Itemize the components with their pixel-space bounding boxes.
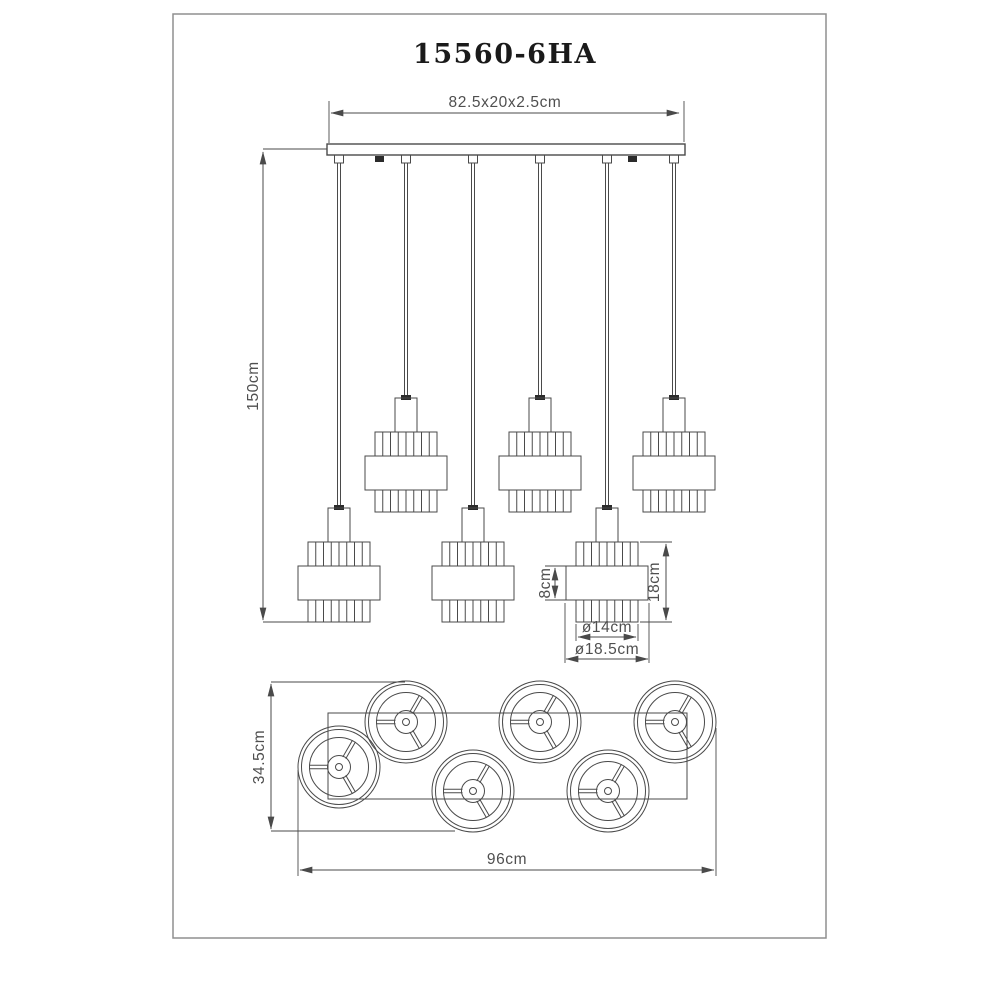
plan-lamp-circle <box>431 749 515 833</box>
rib-diameter-label: ø14cm <box>582 619 632 636</box>
dimension-shade-diameter: ø18.5cm <box>564 603 650 663</box>
plan-lamp-circle <box>633 680 717 764</box>
mounting-screw <box>628 156 637 162</box>
dimension-bar-size: 82.5x20x2.5cm <box>328 94 685 143</box>
plan-lamp-circle <box>364 680 448 764</box>
drawing-border <box>172 13 827 939</box>
plan-ceiling-bar <box>327 712 688 800</box>
model-number: 15560-6HA <box>413 39 597 70</box>
dimension-drop-height: 150cm <box>245 148 327 623</box>
plan-lamp-circle <box>297 725 381 809</box>
drop-height-label: 150cm <box>245 361 262 411</box>
plan-view: 34.5cm 96cm <box>251 680 717 876</box>
pendant-lamp <box>565 154 649 623</box>
pendant-lamp <box>431 154 515 623</box>
band-height-label: 8cm <box>537 567 554 598</box>
bar-size-label: 82.5x20x2.5cm <box>449 94 562 111</box>
plan-width-label: 96cm <box>487 851 527 868</box>
pendant-lamp <box>364 154 448 513</box>
plan-lamp-circle <box>498 680 582 764</box>
plan-lamp-circles <box>297 680 717 833</box>
dimension-band-height: 8cm <box>537 565 567 601</box>
ceiling-bar <box>326 143 686 156</box>
dimension-rib-diameter: ø14cm <box>575 619 639 641</box>
dimension-plan-width: 96cm <box>297 728 717 876</box>
plan-depth-label: 34.5cm <box>251 730 268 784</box>
pendant-lamps <box>297 154 716 623</box>
shade-diameter-label: ø18.5cm <box>575 641 640 658</box>
pendant-lamp <box>297 154 381 623</box>
pendant-lamp <box>632 154 716 513</box>
mounting-screw <box>375 156 384 162</box>
dimension-shade-height: 18cm <box>640 541 672 623</box>
front-view: 82.5x20x2.5cm 150cm <box>245 94 716 663</box>
dimension-plan-depth: 34.5cm <box>251 681 455 832</box>
plan-lamp-circle <box>566 749 650 833</box>
shade-height-label: 18cm <box>646 562 663 602</box>
pendant-lamp <box>498 154 582 513</box>
